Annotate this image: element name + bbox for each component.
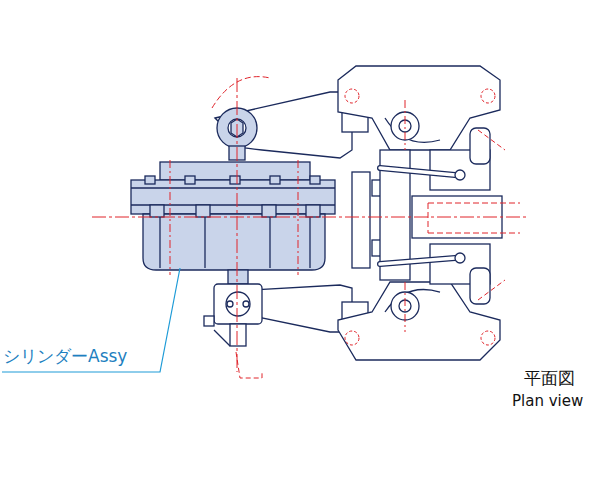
cylinder-assy: [131, 162, 335, 284]
leader-line: [2, 268, 180, 372]
centre-line: [92, 217, 528, 218]
caliper-body: [338, 66, 502, 360]
lower-pivot: [214, 284, 262, 324]
view-title: 平面図: [524, 367, 575, 390]
part-label: シリンダーAssy: [3, 345, 127, 368]
lower-arm: [250, 285, 352, 332]
link-rod: [352, 172, 370, 268]
view-title-en: Plan view: [512, 392, 583, 410]
